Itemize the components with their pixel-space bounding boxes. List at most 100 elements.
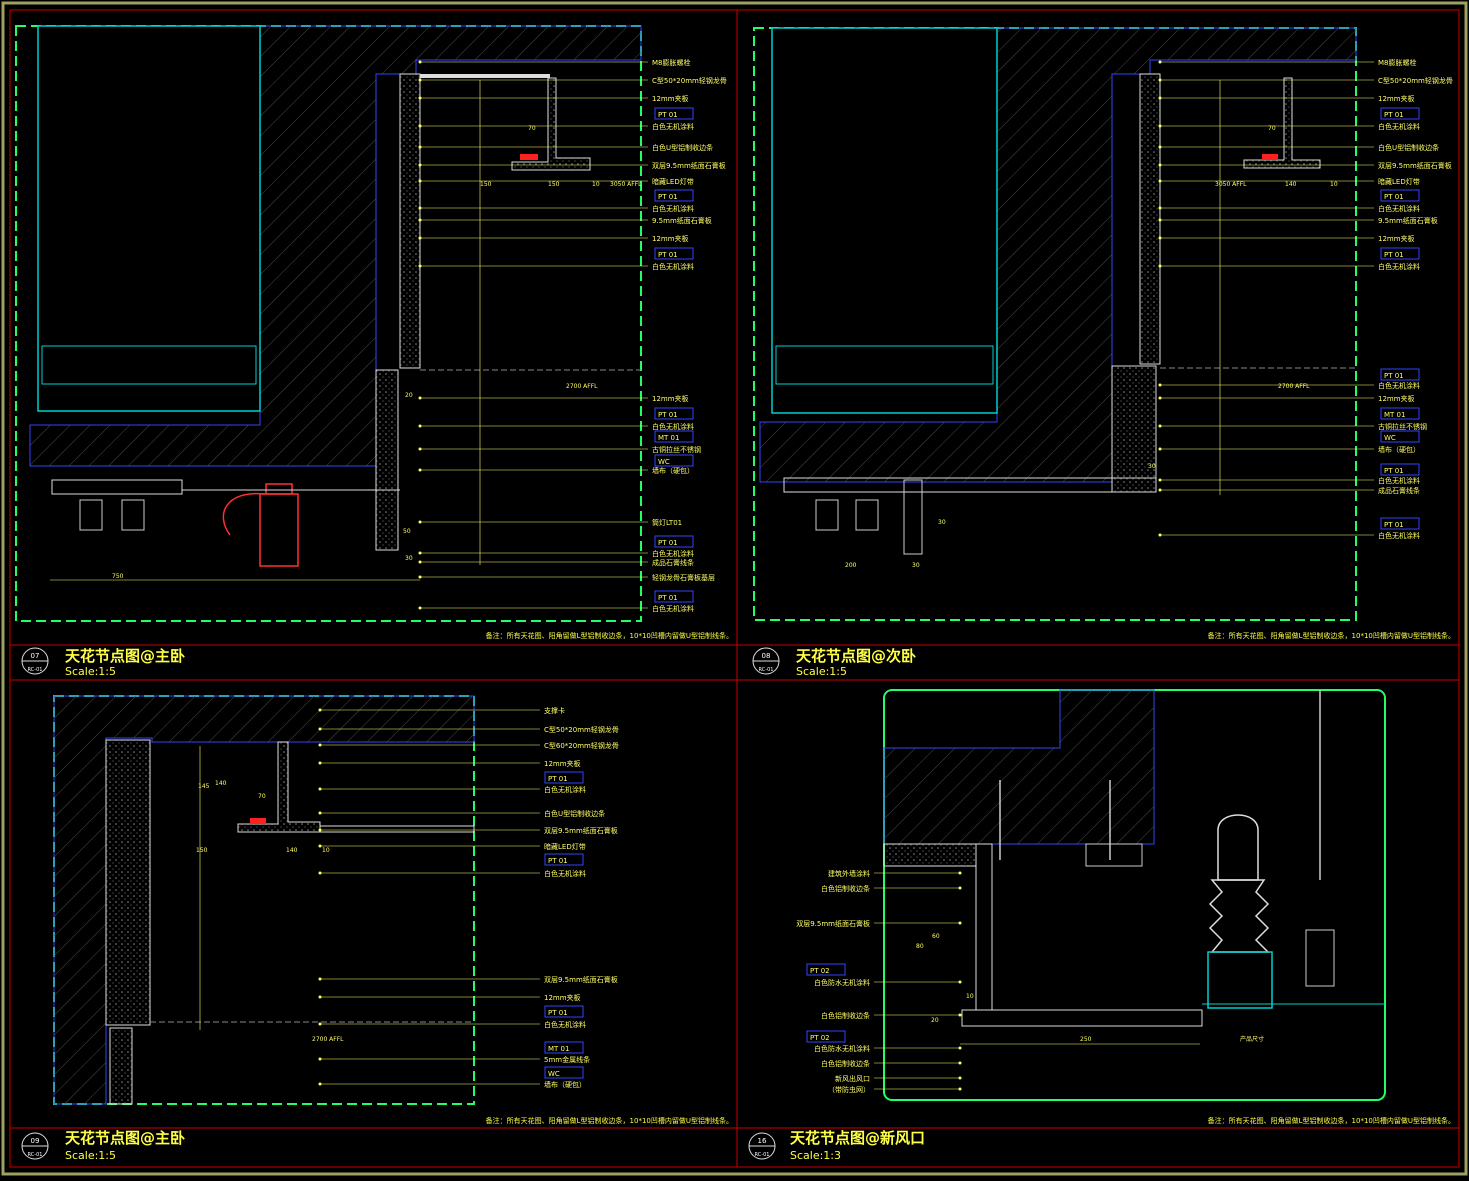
ceiling-board-09 (319, 825, 475, 833)
dimension-label: 20 (405, 392, 413, 399)
callout-label: 白色无机涂料 (1378, 122, 1420, 131)
detail-title-09: 天花节点图@主卧 (65, 1129, 185, 1147)
detail-scale-16: Scale:1:3 (790, 1149, 841, 1162)
leader-dot (318, 727, 322, 731)
material-tag (1380, 463, 1420, 476)
ceiling-board-16 (961, 1009, 1203, 1027)
lower-board-07 (375, 369, 399, 551)
callout-label: 白色铝制收边条 (821, 1059, 870, 1068)
callout-label: 9.5mm纸面石膏板 (652, 216, 712, 225)
callout-label: 白色无机涂料 (544, 869, 586, 878)
callout-label: 白色铝制收边条 (821, 884, 870, 893)
leader-dot (418, 575, 422, 579)
callout-label: 双层9.5mm纸面石膏板 (796, 919, 870, 928)
leader-dot (418, 78, 422, 82)
callout-label: 12mm夹板 (652, 94, 689, 103)
callout-label: 12mm夹板 (652, 394, 689, 403)
dimension-label: 10 (322, 847, 330, 854)
callout-label: 轻钢龙骨石膏板基层 (652, 573, 715, 582)
callout-label: 暗藏LED灯带 (544, 842, 586, 851)
leader-dot (418, 520, 422, 524)
dimension-label: 140 (1285, 181, 1297, 188)
detail-title-16: 天花节点图@新风口 (790, 1129, 925, 1147)
hanger-plate-16 (1085, 843, 1143, 867)
material-tag-text: MT 01 (658, 434, 679, 442)
leader-dot (1158, 206, 1162, 210)
leader-dot (958, 1061, 962, 1065)
callout-label: 古铜拉丝不锈钢 (1378, 422, 1427, 431)
material-tag-text: PT 01 (658, 594, 678, 602)
leader-dot (418, 145, 422, 149)
material-tag-text: PT 01 (548, 1009, 568, 1017)
dimension-label: 20 (931, 1017, 939, 1024)
callout-label: 暗藏LED灯带 (652, 177, 694, 186)
dimension-label: 70 (258, 793, 266, 800)
material-tag (544, 1066, 584, 1079)
callout-label: 白色无机涂料 (652, 204, 694, 213)
leaders-16: 建筑外墙涂料白色铝制收边条双层9.5mm纸面石膏板白色防水无机涂料白色铝制收边条… (796, 869, 962, 1094)
leader-dot (1158, 383, 1162, 387)
lower-board-08 (1111, 365, 1157, 493)
dimension-label: 140 (286, 847, 298, 854)
material-tag-text: PT 01 (658, 251, 678, 259)
leader-dot (958, 1076, 962, 1080)
leader-dot (318, 871, 322, 875)
leader-dot (1158, 60, 1162, 64)
detail-number-08: 08 (762, 652, 771, 660)
callout-label: （带防虫网） (828, 1085, 870, 1094)
leader-dot (1158, 218, 1162, 222)
callout-label: 5mm金属线条 (544, 1055, 590, 1064)
leader-dot (418, 551, 422, 555)
callout-label: 白色铝制收边条 (821, 1011, 870, 1020)
dimension-label: 70 (1268, 125, 1276, 132)
sheet-border (9, 9, 1460, 1168)
material-tag (544, 1041, 584, 1054)
title-block-07: 07 RC-01 天花节点图@主卧 Scale:1:5 备注：所有天花图、阳角留… (21, 631, 733, 678)
leader-dot (958, 980, 962, 984)
callout-label: 12mm夹板 (1378, 94, 1415, 103)
dimension-label: 250 (1080, 1036, 1092, 1043)
leader-dot (418, 60, 422, 64)
leader-dot (318, 743, 322, 747)
callout-label: C型50*20mm轻钢龙骨 (544, 725, 619, 734)
window-opening-07 (37, 25, 261, 412)
dimension-label: 145 (198, 783, 210, 790)
leader-dot (418, 179, 422, 183)
callout-label: 12mm夹板 (1378, 394, 1415, 403)
dimension-label: 60 (932, 933, 940, 940)
material-tag-text: PT 02 (810, 1034, 830, 1042)
material-tag-text: PT 01 (548, 857, 568, 865)
leader-dot (1158, 124, 1162, 128)
concrete-16 (883, 689, 1155, 845)
material-tag-text: PT 01 (1384, 193, 1404, 201)
dimension-label: 750 (112, 573, 124, 580)
dimension-label: 产品尺寸 (1240, 1035, 1264, 1043)
ceiling-board-08 (783, 477, 1157, 493)
leader-dot (318, 1022, 322, 1026)
callout-label: 白色无机涂料 (652, 422, 694, 431)
material-tag (544, 771, 584, 784)
leader-dot (418, 206, 422, 210)
detail-number-07: 07 (31, 652, 40, 660)
material-tag (544, 1005, 584, 1018)
dimension-label: 3050 AFFL (1215, 181, 1247, 188)
callout-label: M8膨胀螺栓 (1378, 58, 1417, 67)
leader-dot (318, 828, 322, 832)
leader-dot (1158, 145, 1162, 149)
callout-label: 9.5mm纸面石膏板 (1378, 216, 1438, 225)
led-strip-09 (250, 818, 266, 824)
callout-label: 12mm夹板 (652, 234, 689, 243)
callout-label: 墙布（硬包） (1378, 445, 1420, 454)
callout-label: 建筑外墙涂料 (828, 869, 870, 878)
dimension-label: 140 (215, 780, 227, 787)
callout-label: 白色无机涂料 (652, 549, 694, 558)
wall-board-09 (105, 739, 151, 1026)
leader-dot (418, 560, 422, 564)
title-block-08: 08 RC-01 天花节点图@次卧 Scale:1:5 备注：所有天花图、阳角留… (752, 631, 1455, 678)
